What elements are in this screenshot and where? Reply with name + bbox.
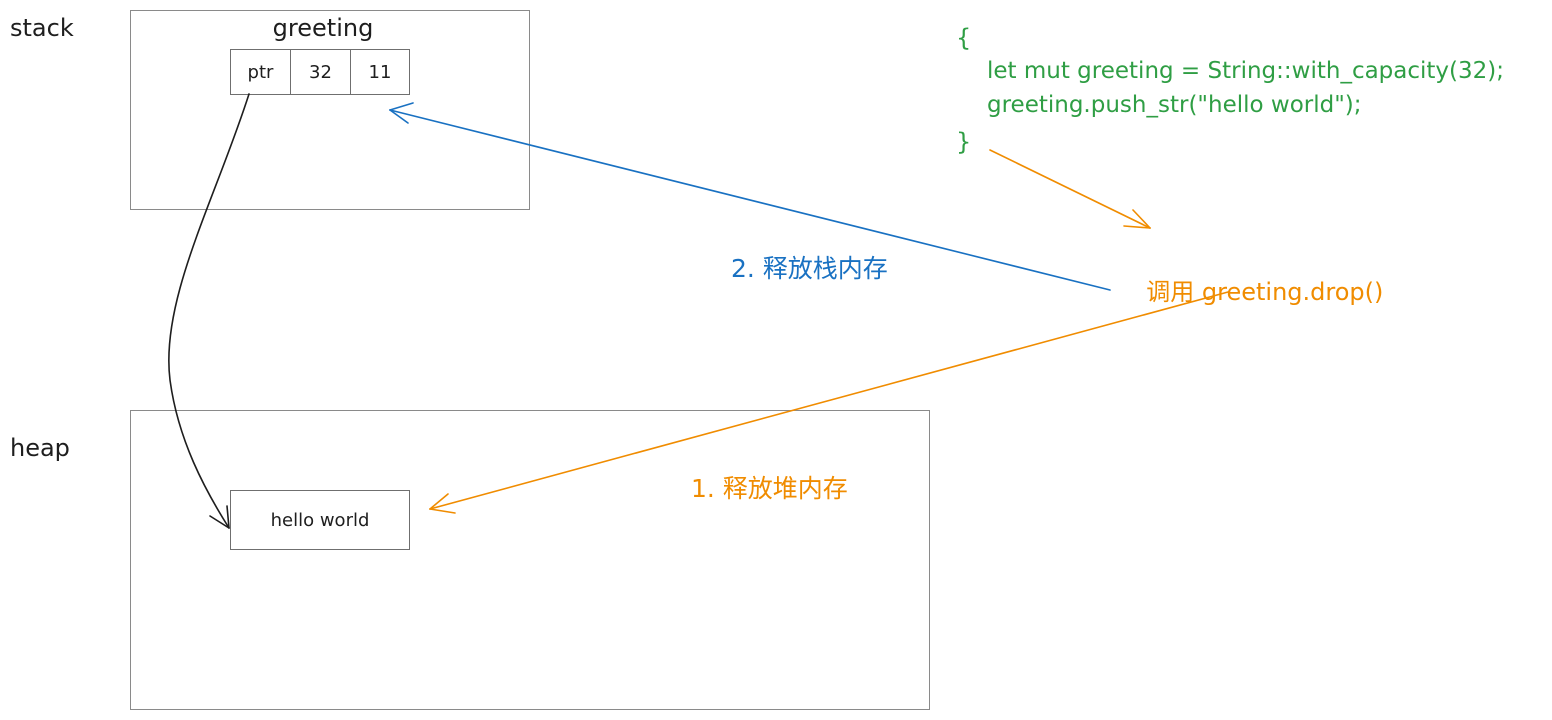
stack-label: stack — [10, 14, 74, 42]
code-line-let: let mut greeting = String::with_capacity… — [987, 58, 1505, 84]
free-heap-annotation: 1. 释放堆内存 — [691, 474, 848, 503]
code-to-drop-arrow — [989, 149, 1151, 229]
heap-cell-hello-world: hello world — [230, 490, 410, 550]
code-open-brace: { — [956, 24, 972, 52]
call-drop-annotation: 调用 greeting.drop() — [1131, 256, 1383, 304]
stack-cell-ptr: ptr — [230, 49, 291, 95]
heap-label: heap — [10, 434, 70, 462]
free-stack-annotation: 2. 释放栈内存 — [731, 254, 888, 283]
stack-cell-capacity: 32 — [290, 49, 351, 95]
code-line-push-str: greeting.push_str("hello world"); — [987, 92, 1362, 118]
call-prefix: 调用 — [1146, 278, 1202, 306]
heap-box — [130, 410, 930, 710]
stack-variable-name: greeting — [272, 14, 374, 42]
code-close-brace: } — [956, 128, 972, 156]
call-method: greeting.drop() — [1201, 278, 1384, 306]
stack-cell-length: 11 — [350, 49, 410, 95]
